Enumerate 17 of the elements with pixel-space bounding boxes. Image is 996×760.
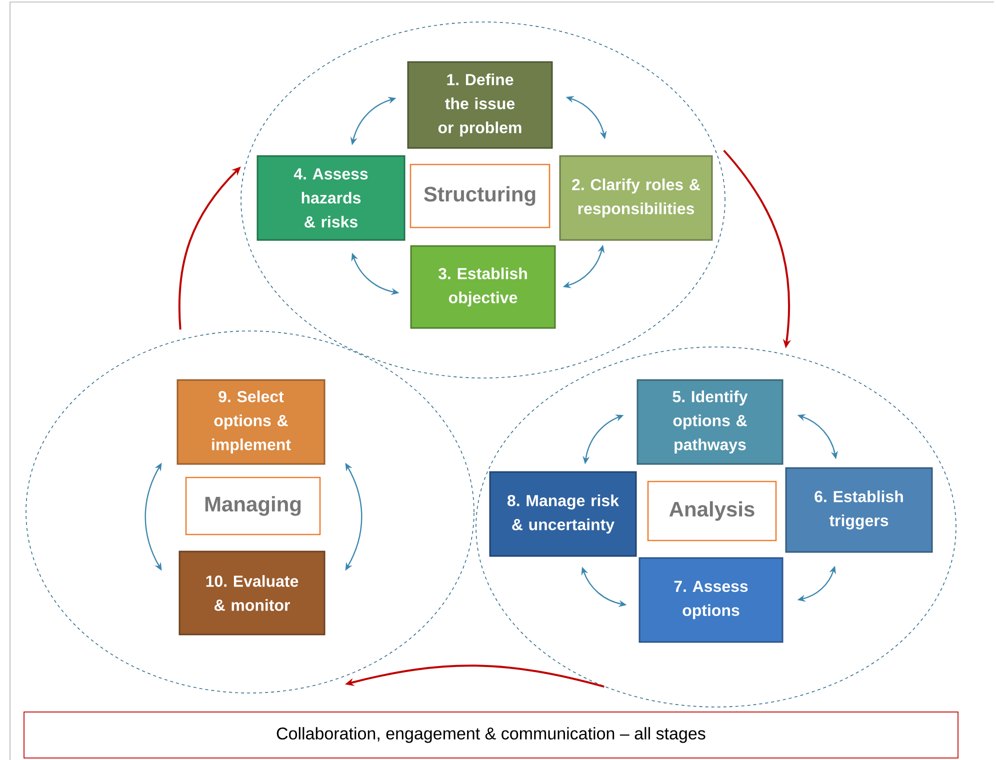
step-box: 5. Identify options & pathways <box>636 379 784 465</box>
step-box: 2. Clarify roles & responsibilities <box>559 155 713 241</box>
step-box: 10. Evaluate & monitor <box>178 550 326 636</box>
stage-label-box: Analysis <box>647 480 777 542</box>
step-box: 1. Define the issue or problem <box>407 61 553 149</box>
stage-label-box: Managing <box>185 476 321 536</box>
dashed-ellipse <box>240 22 726 378</box>
step-box: 6. Establish triggers <box>785 467 933 553</box>
dashed-ellipse <box>476 346 956 708</box>
step-box: 9. Select options & implement <box>176 379 326 465</box>
step-box: 8. Manage risk & uncertainty <box>489 471 637 557</box>
step-box: 4. Assess hazards & risks <box>256 155 406 241</box>
stage-label-box: Structuring <box>410 164 550 228</box>
step-box: 7. Assess options <box>638 557 784 643</box>
banner-box: Collaboration, engagement & communication – all stages <box>24 711 958 758</box>
dashed-ellipse <box>26 330 474 694</box>
step-box: 3. Establish objective <box>410 245 556 329</box>
